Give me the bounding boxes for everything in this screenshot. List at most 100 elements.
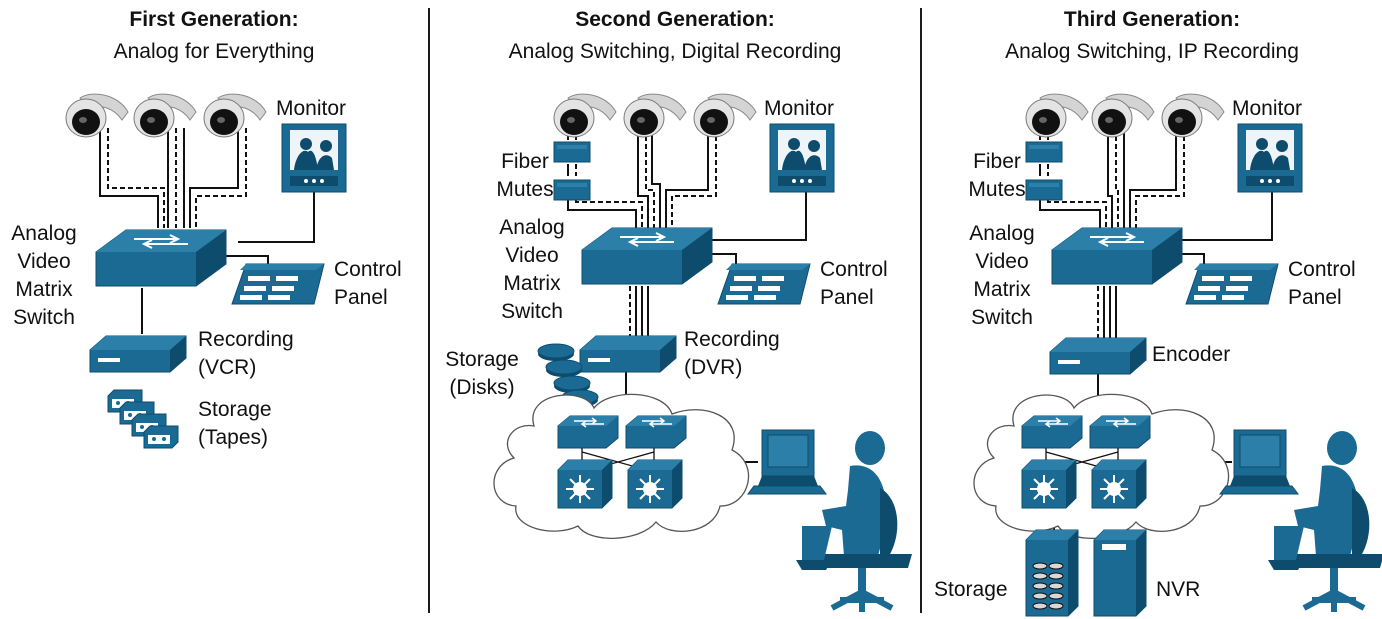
switch-label-line: Matrix: [503, 272, 561, 295]
dome-camera-icon: [133, 93, 197, 138]
switch-label-line: Switch: [971, 306, 1033, 329]
fiber-mutes-label-line: Fiber: [973, 150, 1021, 173]
dome-camera-icon: [1025, 93, 1089, 138]
panel-title: First Generation:: [129, 8, 299, 31]
router-icon: [557, 415, 619, 449]
workstation-icon: [1220, 430, 1382, 612]
dome-camera-icon: [553, 93, 617, 138]
storage-label: Storage (Disks): [432, 346, 532, 402]
first-generation-diagram: [65, 93, 347, 449]
control-panel-label-line: Control: [820, 258, 888, 281]
recording-label-line: Recording: [198, 328, 294, 351]
switch-label-line: Switch: [501, 300, 563, 323]
storage-array-icon: [1025, 529, 1079, 617]
third-generation-diagram: [973, 93, 1382, 617]
storage-label: Storage (Tapes): [198, 396, 272, 452]
video-switch-icon: [581, 227, 713, 285]
control-panel-icon: [231, 263, 325, 305]
monitor-icon: [1237, 123, 1303, 193]
nvr-label: NVR: [1156, 578, 1201, 601]
router-icon: [625, 415, 687, 449]
panel-divider: [428, 8, 430, 613]
recording-label: Recording (DVR): [684, 326, 780, 382]
switch-label-line: Analog: [499, 216, 565, 239]
panel-title: Third Generation:: [1063, 8, 1241, 31]
recording-label: Recording (VCR): [198, 326, 294, 382]
switch-label-line: Matrix: [15, 278, 73, 301]
fiber-mutes-label: Fiber Mutes: [962, 148, 1032, 204]
cloud-links: [581, 448, 655, 473]
control-panel-label-line: Panel: [1288, 286, 1342, 309]
cabling: [567, 128, 807, 463]
server-tower-icon: [1093, 529, 1147, 617]
dome-camera-icon: [693, 93, 757, 138]
panel-divider: [920, 8, 922, 613]
switch-label-line: Switch: [13, 306, 75, 329]
switch-label: Analog Video Matrix Switch: [492, 214, 572, 326]
switch-label: Analog Video Matrix Switch: [962, 220, 1042, 332]
switch-label-line: Analog: [969, 222, 1035, 245]
fiber-mutes-label-line: Mutes: [968, 178, 1026, 201]
panel-subtitle: Analog Switching, Digital Recording: [508, 40, 842, 63]
control-panel-label: Control Panel: [1288, 256, 1356, 312]
cabling: [99, 128, 315, 334]
panel-title: Second Generation:: [575, 8, 775, 31]
recorder-icon: [89, 335, 187, 373]
fiber-mutes-label-line: Fiber: [501, 150, 549, 173]
storage-label-line: Storage: [198, 398, 272, 421]
control-panel-label-line: Control: [334, 258, 402, 281]
fiber-mutes-label-line: Mutes: [496, 178, 554, 201]
monitor-icon: [281, 123, 347, 193]
video-switch-icon: [1051, 227, 1183, 285]
monitor-label: Monitor: [1232, 97, 1303, 120]
third-generation-panel: Third Generation: Analog Switching, IP R…: [922, 0, 1382, 619]
disk-icon: [545, 359, 583, 378]
panel-subtitle: Analog Switching, IP Recording: [1005, 40, 1299, 63]
dome-camera-icon: [623, 93, 687, 138]
dome-camera-icon: [203, 93, 267, 138]
control-panel-label-line: Control: [1288, 258, 1356, 281]
cabling: [1039, 128, 1273, 560]
recorder-icon: [579, 335, 677, 373]
monitor-label: Monitor: [764, 97, 835, 120]
switch-label-line: Video: [505, 244, 559, 267]
router-icon: [1091, 459, 1147, 509]
control-panel-label-line: Panel: [334, 286, 388, 309]
video-switch-icon: [95, 229, 227, 287]
control-panel-icon: [1185, 263, 1279, 305]
workstation-icon: [748, 430, 912, 612]
recording-label-line: Recording: [684, 328, 780, 351]
recording-label-line: (VCR): [198, 356, 257, 379]
dome-camera-icon: [65, 93, 129, 138]
panel-subtitle: Analog for Everything: [113, 40, 315, 63]
monitor-label: Monitor: [276, 97, 347, 120]
control-panel-icon: [717, 263, 811, 305]
encoder-label: Encoder: [1152, 343, 1231, 366]
dome-camera-icon: [1161, 93, 1225, 138]
tape-icon: [143, 425, 179, 449]
cloud-links: [1045, 448, 1119, 473]
server-drive-slot: [1102, 544, 1126, 550]
router-icon: [627, 459, 683, 509]
router-icon: [1021, 415, 1083, 449]
storage-label-line: Storage: [445, 348, 519, 371]
router-icon: [557, 459, 613, 509]
switch-label-line: Video: [975, 250, 1029, 273]
second-generation-diagram: [493, 93, 920, 619]
encoder-icon: [1049, 337, 1147, 375]
disk-icon: [537, 343, 575, 362]
switch-label: Analog Video Matrix Switch: [4, 220, 84, 332]
second-generation-panel: Second Generation: Analog Switching, Dig…: [430, 0, 920, 619]
storage-label-line: (Disks): [449, 376, 515, 399]
switch-label-line: Matrix: [973, 278, 1031, 301]
control-panel-label-line: Panel: [820, 286, 874, 309]
control-panel-label: Control Panel: [820, 256, 888, 312]
recording-label-line: (DVR): [684, 356, 743, 379]
storage-label: Storage: [934, 578, 1008, 601]
control-panel-label: Control Panel: [334, 256, 402, 312]
network-cloud-icon: [493, 393, 750, 539]
monitor-icon: [769, 123, 835, 193]
switch-label-line: Analog: [11, 222, 77, 245]
dome-camera-icon: [1091, 93, 1155, 138]
router-icon: [1021, 459, 1077, 509]
